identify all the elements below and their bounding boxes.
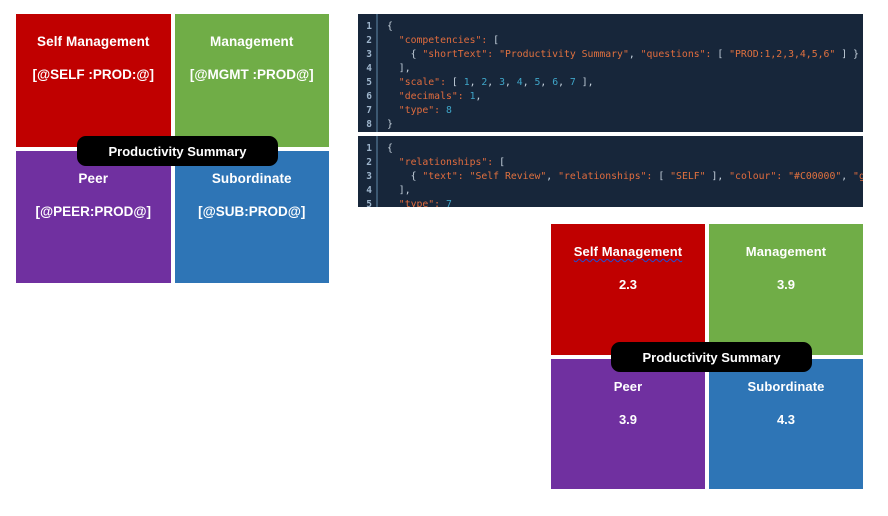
quadrant-management-template[interactable]: Management [@MGMT :PROD@] — [174, 14, 329, 147]
quadrant-self-management-template[interactable]: Self Management [@SELF :PROD:@] — [16, 14, 171, 147]
quadrant-score: 3.9 — [776, 277, 796, 292]
quadrant-score: 4.3 — [776, 411, 796, 427]
quadrant-token: [@SELF :PROD:@] — [32, 67, 155, 82]
quadrant-title: Self Management — [36, 34, 150, 49]
quadrant-peer-template[interactable]: Peer [@PEER:PROD@] — [16, 150, 171, 283]
quadrant-peer-rendered[interactable]: Peer 3.9 — [551, 358, 705, 489]
quadrant-title: Management — [745, 244, 827, 259]
code-content[interactable]: { "competencies": [ { "shortText": "Prod… — [387, 21, 859, 130]
quadrant-token: [@MGMT :PROD@] — [189, 67, 314, 82]
code-content[interactable]: { "relationships": [ { "text": "Self Rev… — [387, 143, 863, 207]
quadrant-subordinate-template[interactable]: Subordinate [@SUB:PROD@] — [174, 150, 329, 283]
quadrant-title: Peer — [613, 378, 643, 394]
quadrant-title: Subordinate — [747, 378, 825, 394]
quadrant-score: 3.9 — [618, 411, 638, 427]
competency-label-tooltip-rendered: Productivity Summary — [611, 342, 812, 372]
quadrant-title: Peer — [78, 170, 109, 186]
competency-label-tooltip-template: Productivity Summary — [77, 136, 278, 166]
quadrant-management-rendered[interactable]: Management 3.9 — [709, 224, 863, 355]
competency-rendered-grid: Self Management 2.3 Management 3.9 Peer … — [551, 224, 863, 489]
quadrant-score: 2.3 — [618, 277, 638, 292]
quadrant-token: [@PEER:PROD@] — [35, 203, 152, 219]
quadrant-token: [@SUB:PROD@] — [198, 203, 306, 219]
quadrant-title: Subordinate — [211, 170, 292, 186]
competency-template-grid: Self Management [@SELF :PROD:@] Manageme… — [16, 14, 329, 283]
quadrant-subordinate-rendered[interactable]: Subordinate 4.3 — [709, 358, 863, 489]
quadrant-self-management-rendered[interactable]: Self Management 2.3 — [551, 224, 705, 355]
quadrant-title: Management — [209, 34, 294, 49]
quadrant-title: Self Management — [573, 244, 683, 259]
